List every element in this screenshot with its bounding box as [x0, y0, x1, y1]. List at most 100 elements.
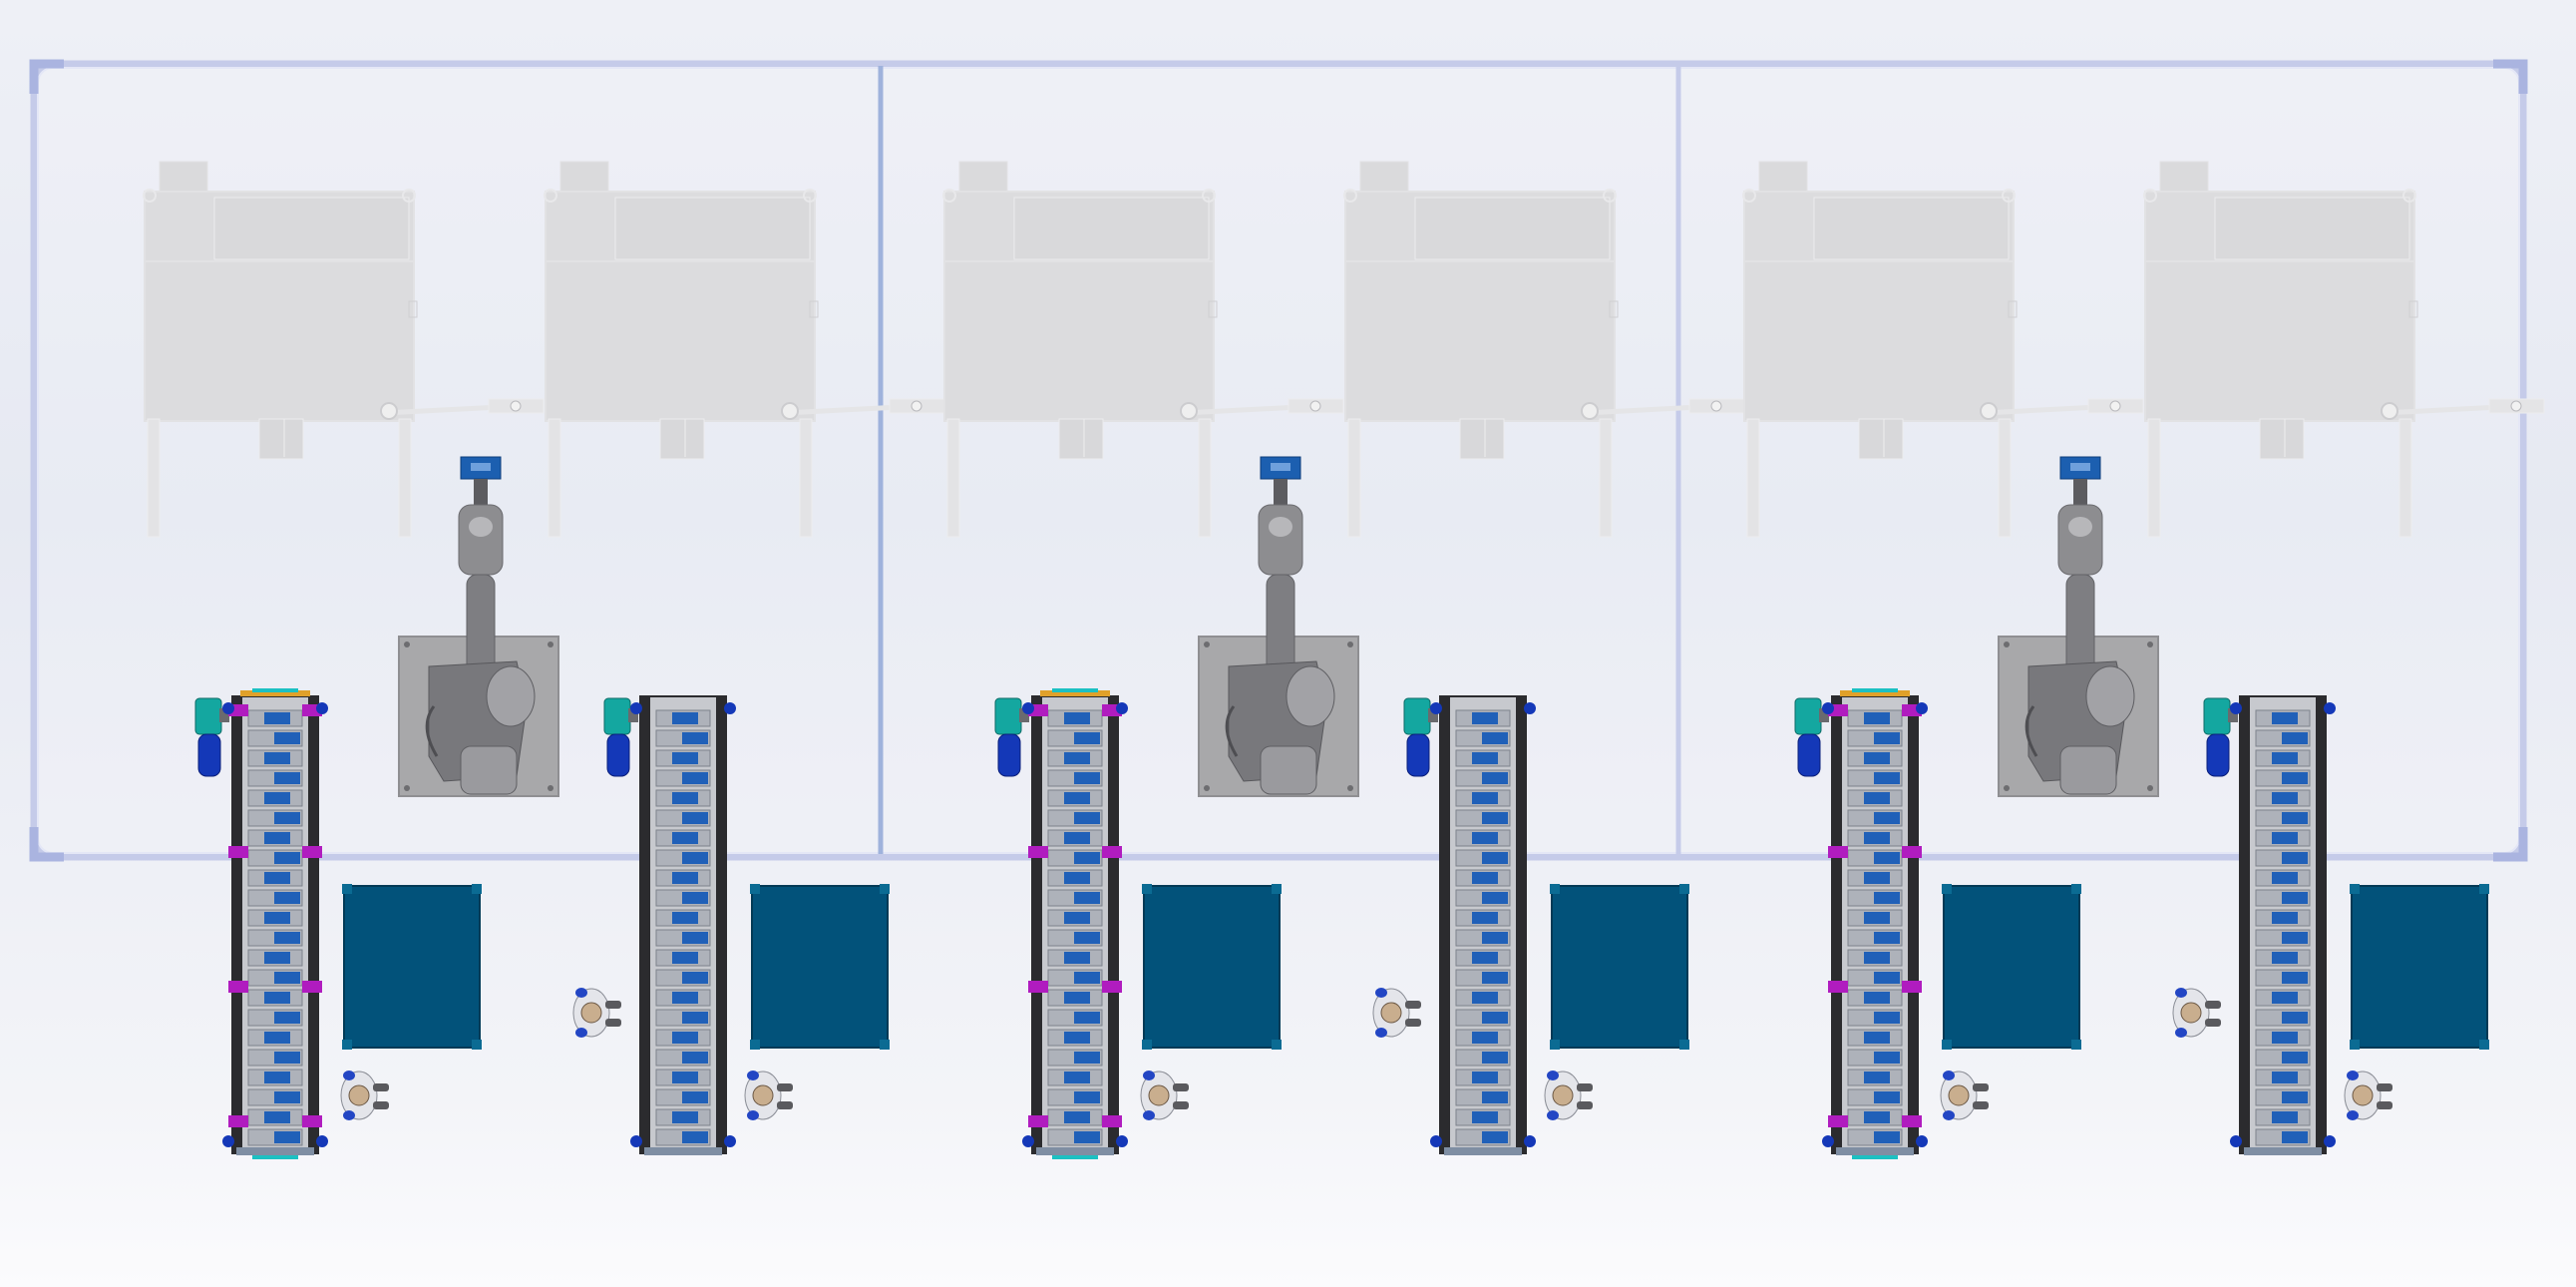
machine-tool-icon: [143, 161, 545, 538]
tray-part: [672, 752, 698, 764]
operator-icon: [1140, 1071, 1189, 1120]
tray-part: [1472, 1111, 1498, 1123]
conveyor-rail: [1108, 696, 1118, 1153]
fence-corner: [2493, 827, 2528, 862]
conveyor-icon: [1822, 688, 1928, 1159]
tray-part: [2282, 1012, 2308, 1024]
tray-part: [1874, 732, 1900, 744]
tray-part: [1874, 1052, 1900, 1064]
tray-part: [1074, 1012, 1100, 1024]
conveyor-clamp: [302, 846, 322, 858]
tray-part: [1472, 1072, 1498, 1083]
tray-part: [672, 1111, 698, 1123]
tray-part: [274, 1012, 300, 1024]
drive-motor-icon: [1403, 697, 1438, 777]
tray-part: [1064, 952, 1090, 964]
tray-part: [264, 952, 290, 964]
robot-turret: [1260, 745, 1317, 795]
tray-part: [682, 972, 708, 984]
tray-part: [1064, 872, 1090, 884]
machine-tool-icon: [544, 161, 945, 538]
tray-part: [2272, 712, 2298, 724]
tray-part: [274, 812, 300, 824]
tray-part: [1074, 772, 1100, 784]
tray-part: [682, 852, 708, 864]
tray-part: [1074, 852, 1100, 864]
conveyor-rail: [1440, 696, 1450, 1153]
conveyor-rail: [1832, 696, 1842, 1153]
tray-part: [2282, 892, 2308, 904]
tray-part: [1864, 1111, 1890, 1123]
tray-part: [1472, 832, 1498, 844]
conveyor-rail: [2240, 696, 2250, 1153]
fence-outline: [30, 60, 2527, 861]
tray-part: [1472, 992, 1498, 1004]
tray-part: [264, 912, 290, 924]
tray-part: [1472, 792, 1498, 804]
pallet-icon: [1942, 884, 2081, 1050]
conveyor-clamp: [228, 846, 248, 858]
fence-corner: [29, 827, 64, 862]
tray-part: [264, 792, 290, 804]
tray-part: [1074, 932, 1100, 944]
tray-part: [2282, 772, 2308, 784]
conveyor-rail: [1032, 696, 1042, 1153]
tray-part: [1482, 732, 1508, 744]
tray-part: [2282, 1091, 2308, 1103]
tray-part: [1472, 712, 1498, 724]
tray-part: [2272, 1072, 2298, 1083]
tray-part: [1864, 952, 1890, 964]
tray-part: [1864, 752, 1890, 764]
tray-part: [274, 1091, 300, 1103]
tray-part: [672, 872, 698, 884]
robot-arm-icon: [1198, 456, 1359, 797]
tray-part: [1472, 912, 1498, 924]
robot-wrist: [2057, 504, 2103, 576]
conveyor-clamp: [228, 981, 248, 993]
tray-part: [682, 892, 708, 904]
tray-part: [274, 1052, 300, 1064]
machine-tool-icon: [1742, 161, 2144, 538]
machine-tool-icon: [2143, 161, 2545, 538]
conveyor-icon: [222, 688, 328, 1159]
conveyor-rail: [640, 696, 650, 1153]
tray-part: [1864, 792, 1890, 804]
conveyor-clamp: [1902, 846, 1922, 858]
fence-corner: [2493, 59, 2528, 94]
tray-part: [1864, 992, 1890, 1004]
tray-part: [274, 772, 300, 784]
tray-part: [1874, 812, 1900, 824]
conveyor-icon: [2230, 695, 2336, 1155]
pallet-icon: [2350, 884, 2489, 1050]
operator-icon: [1372, 988, 1421, 1038]
tray-part: [1482, 812, 1508, 824]
conveyor-trays: [2255, 709, 2311, 1146]
tray-part: [672, 992, 698, 1004]
robot-upper-arm: [1266, 574, 1295, 675]
tray-part: [2272, 1111, 2298, 1123]
tray-part: [264, 1072, 290, 1083]
tray-part: [2282, 812, 2308, 824]
tray-part: [2272, 752, 2298, 764]
conveyor-trays: [1455, 709, 1511, 1146]
conveyor-trays: [655, 709, 711, 1146]
tray-part: [682, 772, 708, 784]
robot-wrist: [458, 504, 504, 576]
tray-part: [1064, 712, 1090, 724]
tray-part: [672, 1032, 698, 1044]
operator-icon: [2344, 1071, 2392, 1120]
tray-part: [274, 852, 300, 864]
tray-part: [682, 812, 708, 824]
tray-part: [2272, 992, 2298, 1004]
tray-part: [672, 712, 698, 724]
conveyor-rail: [716, 696, 726, 1153]
tray-part: [1482, 772, 1508, 784]
tray-part: [2282, 732, 2308, 744]
conveyor-clamp: [1828, 846, 1848, 858]
tray-part: [1874, 892, 1900, 904]
tray-part: [1874, 972, 1900, 984]
conveyor-rail: [308, 696, 318, 1153]
tray-part: [264, 1032, 290, 1044]
